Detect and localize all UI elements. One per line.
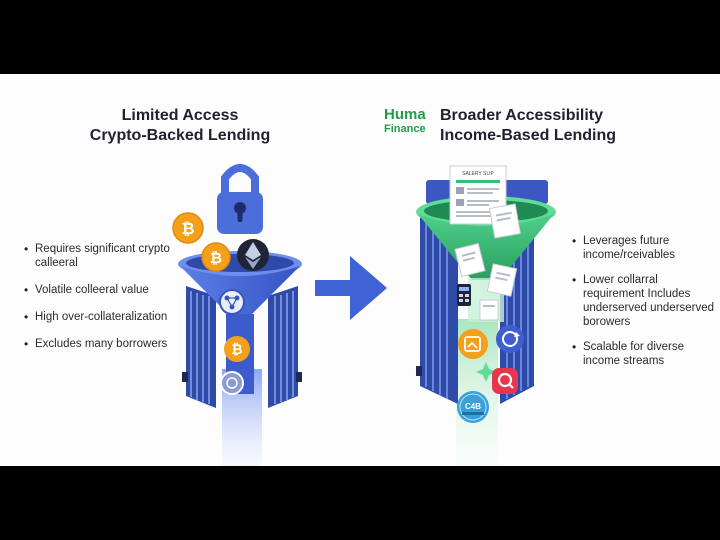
- income-funnel-illustration: SALERY SLIP: [416, 165, 556, 466]
- doc-label: SALERY SLIP: [462, 171, 494, 177]
- padlock-icon: [217, 164, 263, 234]
- calendar-icon: [458, 329, 488, 359]
- right-title-line1: Broader Accessibility: [440, 107, 604, 124]
- list-item: Excludes many borrowers: [24, 337, 174, 351]
- svg-text:₿: ₿: [210, 250, 222, 267]
- right-title-line2: Income-Based Lending: [440, 127, 617, 144]
- left-bullet-list: Requires significant crypto calleeral Vo…: [24, 242, 174, 364]
- left-title-line2: Crypto-Backed Lending: [89, 127, 271, 144]
- ethereum-icon: [237, 239, 269, 271]
- crypto-funnel-illustration: ₿ ₿ ₿: [172, 164, 302, 466]
- network-icon: [220, 371, 244, 395]
- right-title: Broader Accessibility Income-Based Lendi…: [440, 106, 660, 146]
- left-title: Limited Access Crypto-Backed Lending: [60, 106, 300, 146]
- list-item: Scalable for diverse income streams: [572, 340, 720, 368]
- right-left-door: [420, 214, 458, 404]
- document-icon: [486, 263, 518, 297]
- sync-icon: [496, 325, 524, 353]
- list-item: Requires significant crypto calleeral: [24, 242, 174, 270]
- bitcoin-icon: ₿: [201, 242, 231, 272]
- right-bullet-list: Leverages future income/rceivables Lower…: [572, 234, 720, 379]
- brand-line1: Huma: [384, 106, 426, 123]
- svg-text:₿: ₿: [231, 341, 242, 357]
- bitcoin-icon: ₿: [224, 336, 250, 362]
- document-icon: [489, 203, 521, 239]
- huma-finance-logo: Huma Finance: [384, 106, 436, 136]
- bitcoin-icon: ₿: [172, 212, 204, 244]
- badge-icon: C4B: [457, 391, 489, 423]
- sparkle-icon: [476, 362, 496, 382]
- network-icon: [219, 289, 245, 315]
- left-title-line1: Limited Access: [121, 107, 239, 124]
- infographic-panel: ₿ ₿ ₿: [0, 74, 720, 466]
- list-item: High over-collateralization: [24, 310, 174, 324]
- left-funnel-body: [180, 266, 300, 316]
- brand-line2: Finance: [384, 123, 426, 135]
- document-icon: [454, 242, 486, 278]
- chat-icon: [492, 368, 518, 394]
- list-item: Lower collarral requirement Includes und…: [572, 273, 720, 329]
- svg-text:₿: ₿: [181, 220, 194, 238]
- badge-label: C4B: [465, 402, 481, 411]
- document-icon: [479, 299, 499, 321]
- document-icon: SALERY SLIP: [449, 165, 507, 225]
- arrow-right-icon: [315, 256, 387, 320]
- list-item: Leverages future income/rceivables: [572, 234, 720, 262]
- calculator-icon: [457, 284, 471, 306]
- list-item: Volatile colleeral value: [24, 283, 174, 297]
- illustration-layer: ₿ ₿ ₿: [172, 164, 556, 466]
